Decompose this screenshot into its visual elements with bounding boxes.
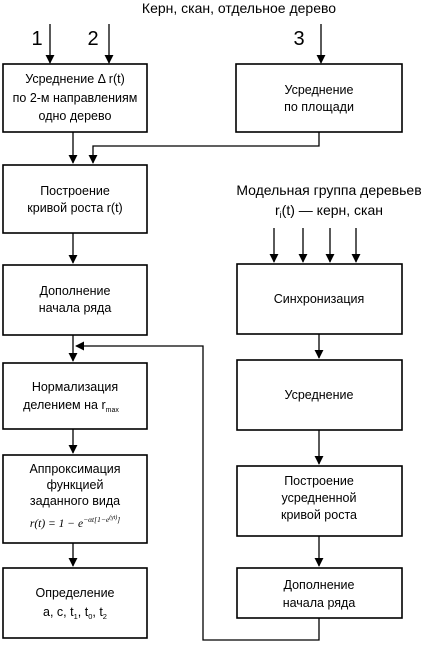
svg-text:одно дерево: одно дерево bbox=[39, 109, 112, 123]
input-label-3: 3 bbox=[293, 28, 304, 50]
svg-text:по 2-м направлениям: по 2-м направлениям bbox=[13, 91, 138, 105]
svg-text:начала ряда: начала ряда bbox=[283, 596, 356, 610]
box-approximation: Аппроксимация функцией заданного вида r(… bbox=[2, 454, 148, 544]
svg-text:Синхронизация: Синхронизация bbox=[274, 292, 365, 306]
svg-text:Дополнение: Дополнение bbox=[40, 284, 111, 298]
header-title: Керн, скан, отдельное дерево bbox=[142, 0, 336, 16]
svg-text:заданного вида: заданного вида bbox=[30, 494, 120, 508]
box-series-start-left: Дополнение начала ряда bbox=[2, 264, 148, 336]
svg-text:Усреднение: Усреднение bbox=[285, 83, 354, 97]
input-label-1: 1 bbox=[31, 28, 42, 50]
svg-text:Дополнение: Дополнение bbox=[284, 578, 355, 592]
svg-text:Определение: Определение bbox=[35, 586, 114, 600]
svg-text:усредненной: усредненной bbox=[282, 491, 357, 505]
box-averaged-curve: Построение усредненной кривой роста bbox=[236, 465, 403, 537]
svg-text:Усреднение: Усреднение bbox=[285, 388, 354, 402]
svg-text:по площади: по площади bbox=[284, 100, 354, 114]
determination-params: a, c, t1, t0, t2 bbox=[43, 605, 107, 621]
svg-text:Аппроксимация: Аппроксимация bbox=[29, 462, 120, 476]
box-synchronization: Синхронизация bbox=[236, 263, 403, 335]
svg-text:Построение: Построение bbox=[284, 474, 354, 488]
svg-text:начала ряда: начала ряда bbox=[39, 301, 112, 315]
svg-text:Построение: Построение bbox=[40, 184, 110, 198]
box-normalization: Нормализация делением на rmax bbox=[2, 362, 148, 430]
input-label-2: 2 bbox=[87, 28, 98, 50]
svg-text:делением на rmax: делением на rmax bbox=[23, 398, 119, 414]
model-group-subtitle: ri(t) — керн, скан bbox=[275, 202, 383, 220]
box-averaging-right: Усреднение bbox=[236, 359, 403, 431]
svg-text:функцией: функцией bbox=[47, 478, 104, 492]
arrow-area-to-growth-curve bbox=[88, 132, 320, 164]
svg-text:Нормализация: Нормализация bbox=[32, 380, 118, 394]
svg-text:кривой роста: кривой роста bbox=[281, 508, 357, 522]
approximation-formula: r(t) = 1 − e−αt[1−e(γt)] bbox=[30, 514, 120, 530]
feedback-arrow bbox=[75, 341, 320, 641]
box-averaging-two-directions: Усреднение Δ r(t) по 2-м направлениям од… bbox=[2, 63, 148, 133]
svg-text:кривой роста r(t): кривой роста r(t) bbox=[27, 201, 122, 215]
model-group-title: Модельная группа деревьев bbox=[236, 182, 421, 198]
box-growth-curve: Построение кривой роста r(t) bbox=[2, 164, 148, 234]
svg-text:Усреднение Δ r(t): Усреднение Δ r(t) bbox=[25, 72, 125, 86]
box-determination: Определение a, c, t1, t0, t2 bbox=[2, 567, 148, 639]
box-averaging-by-area: Усреднение по площади bbox=[235, 63, 403, 133]
box-series-start-right: Дополнение начала ряда bbox=[236, 567, 403, 619]
